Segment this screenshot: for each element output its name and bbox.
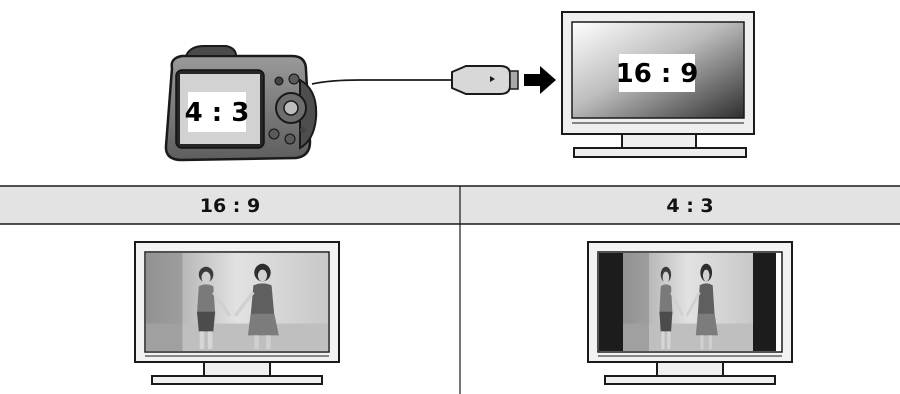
column-header-16-9: 16 : 9 xyxy=(200,195,261,217)
tv-ratio-label: 16 : 9 xyxy=(616,59,699,89)
photo-widescreen xyxy=(146,253,328,351)
column-header-4-3: 4 : 3 xyxy=(666,195,713,217)
right-letterbox-bar xyxy=(753,253,776,351)
hdmi-cable xyxy=(312,66,518,94)
left-letterbox-bar xyxy=(599,253,623,351)
camera-ratio-label: 4 : 3 xyxy=(185,98,250,128)
arrow-right-icon xyxy=(524,66,556,94)
table-header-row xyxy=(0,186,900,224)
tv-standard-example xyxy=(588,242,792,384)
photo-standard xyxy=(623,253,753,351)
tv-widescreen-example xyxy=(135,242,339,384)
